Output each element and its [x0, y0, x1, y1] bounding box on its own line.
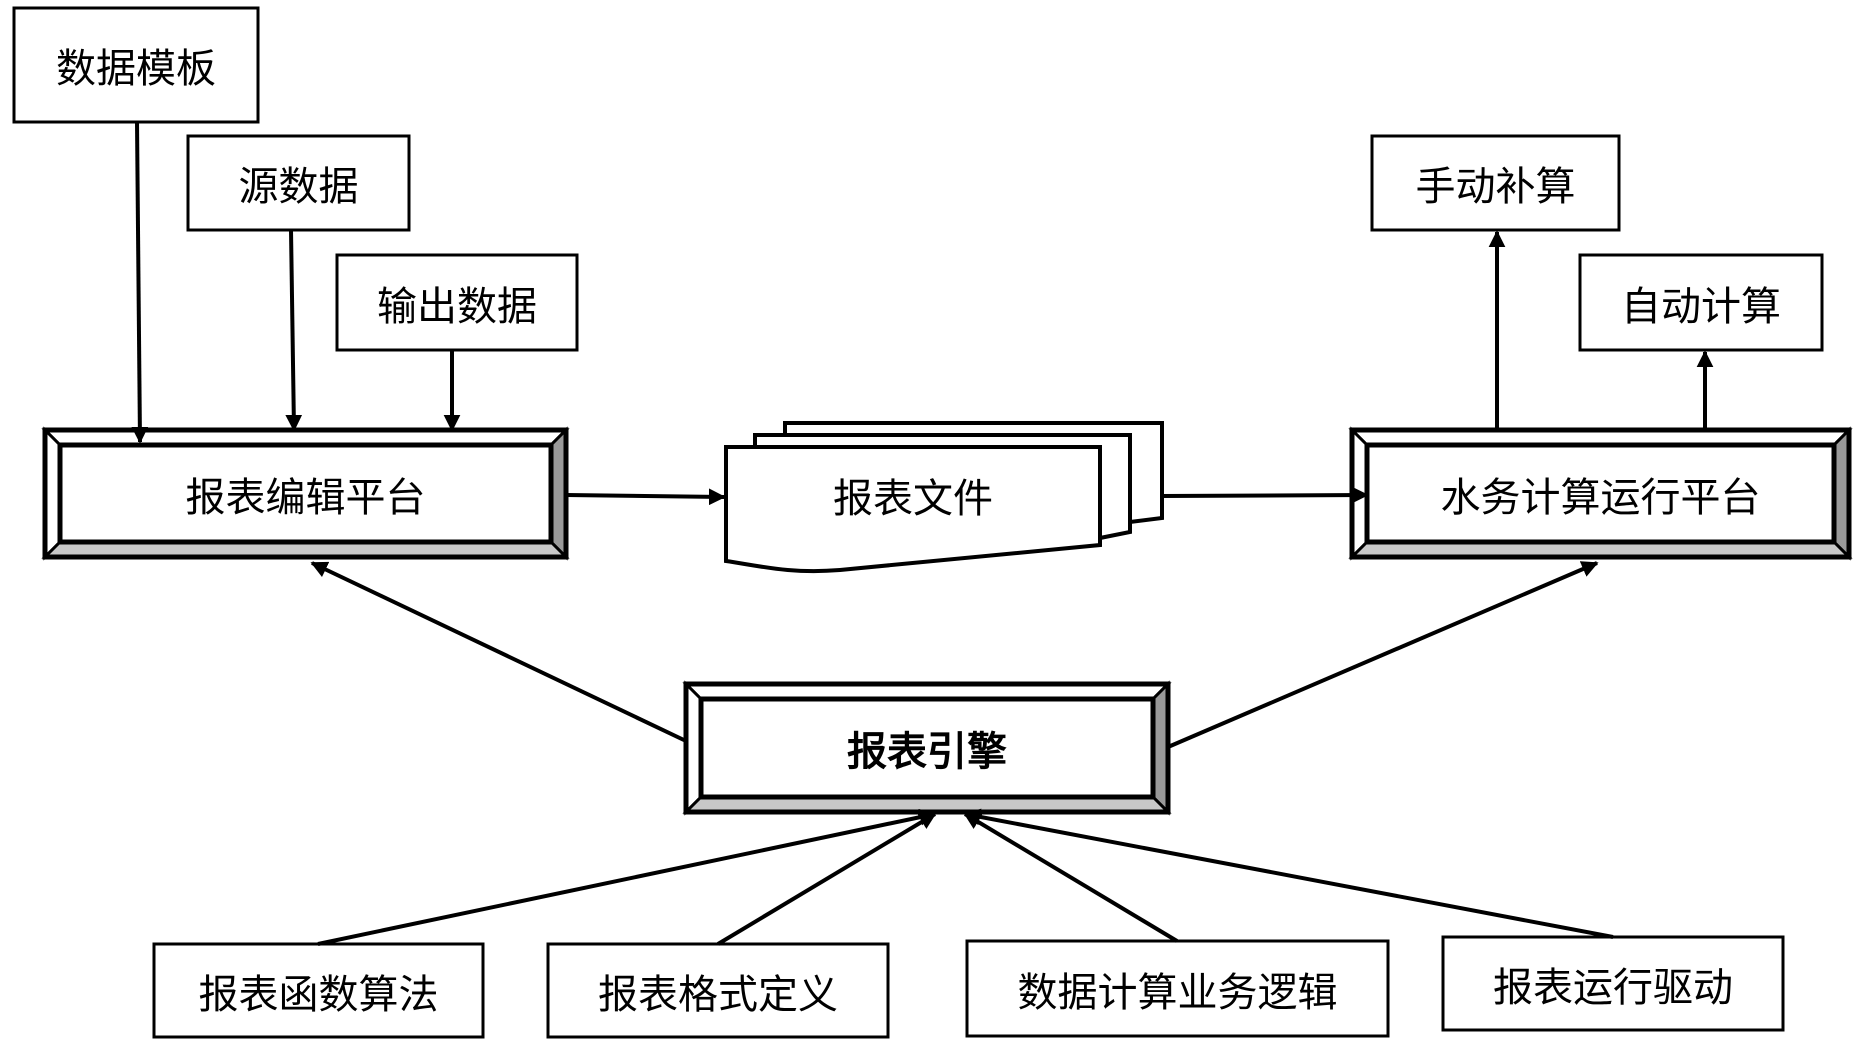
report-format-definition-box	[546, 942, 890, 1039]
report-run-driver-box	[1441, 935, 1785, 1032]
data-template-label: 数据模板	[56, 46, 216, 92]
output-data-box	[335, 253, 579, 352]
data-calc-business-logic-label: 数据计算业务逻辑	[1017, 969, 1338, 1016]
manual-recalc-box	[1370, 134, 1621, 232]
arrow-file-to-water-platform	[1161, 486, 1369, 504]
report-editor-platform: 报表编辑平台	[45, 430, 566, 557]
report-function-algorithm-box	[152, 942, 485, 1039]
report-editor-platform-bevel	[41, 426, 570, 561]
report-file-document-stack	[724, 421, 1164, 574]
arrow-engine-to-editor	[310, 561, 687, 743]
arrow-function-to-engine	[317, 808, 937, 946]
arrow-driver-to-engine	[963, 808, 1614, 939]
report-function-algorithm-label: 报表函数算法	[198, 971, 439, 1018]
data-template-box	[12, 6, 260, 124]
source-data-label: 源数据	[238, 164, 359, 210]
report-file-label: 报表文件	[833, 475, 993, 522]
output-data-label: 输出数据	[377, 283, 537, 330]
arrow-source-to-editor	[285, 229, 303, 432]
report-engine: 报表引擎	[686, 684, 1168, 812]
arrow-engine-to-water-platform	[1167, 561, 1599, 749]
source-data-box	[186, 134, 411, 232]
water-calc-platform-bevel	[1348, 426, 1853, 561]
report-format-definition-label: 报表格式定义	[598, 971, 838, 1018]
water-calc-platform: 水务计算运行平台	[1352, 430, 1849, 557]
report-run-driver-label: 报表运行驱动	[1493, 964, 1733, 1011]
auto-calc-box	[1578, 253, 1824, 352]
data-calc-business-logic-box	[965, 939, 1390, 1038]
auto-calc-label: 自动计算	[1621, 283, 1781, 330]
arrow-logic-to-engine	[963, 812, 1179, 943]
water-calc-platform-label: 水务计算运行平台	[1440, 474, 1761, 521]
arrow-format-to-engine	[716, 812, 937, 946]
arrow-template-to-editor	[131, 121, 149, 444]
report-editor-platform-label: 报表编辑平台	[185, 474, 426, 521]
manual-recalc-label: 手动补算	[1415, 164, 1576, 210]
report-engine-label: 报表引擎	[847, 729, 1007, 775]
arrow-editor-to-file	[565, 488, 726, 506]
report-engine-bevel	[682, 680, 1172, 816]
